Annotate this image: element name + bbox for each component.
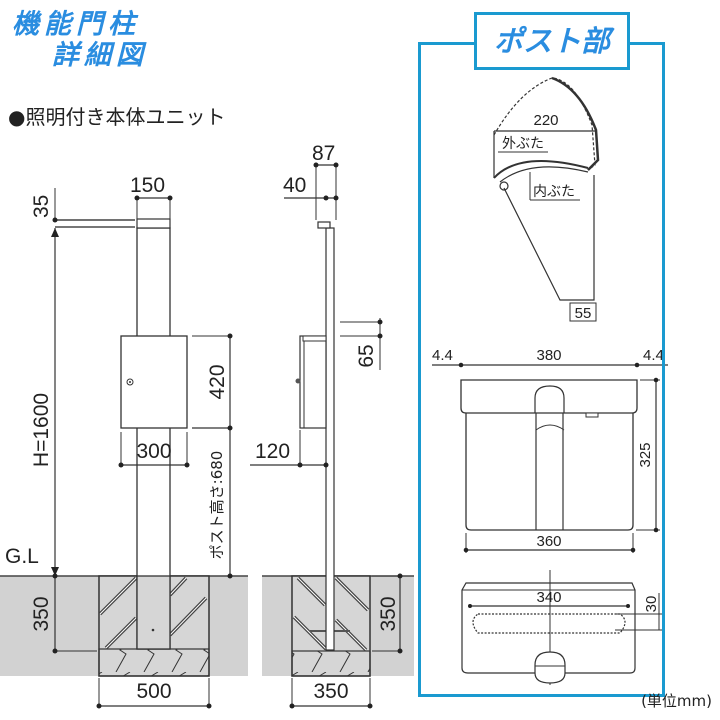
post-height-label: ポスト高さ:680 [208,451,226,560]
dim-foundation-depth: 350 [30,596,53,631]
post-section-title: ポスト部 [474,12,630,70]
dim-total-height: H=1600 [30,393,53,467]
dim-box-height: 420 [206,364,229,399]
dim-light-offset: 65 [355,344,378,367]
dim-box-depth: 120 [255,440,290,463]
dim-slot-height: 30 [643,596,660,613]
unit-subtitle: ●照明付き本体ユニット [8,105,226,129]
dim-top-width: 380 [536,347,561,364]
inner-lid-label: 内ぶた [533,184,575,200]
dim-total-depth: 87 [312,142,335,165]
mailbox-front-profile: 4.4 380 4.4 325 360 [432,347,668,553]
mailbox-top-profile: 340 30 [461,570,662,685]
post-section-drawings: 220 外ぶた 内ぶた 55 4.4 380 4.4 325 [432,76,668,685]
dim-slot-width: 340 [536,589,561,606]
post-section-frame [418,42,665,697]
diagram-title-line2: 詳細図 [52,40,148,71]
outer-lid-label: 外ぶた [502,136,544,152]
dim-bottom-depth: 55 [575,305,592,322]
dim-foundation-width: 500 [136,680,171,703]
dim-box-height-325: 325 [637,442,654,467]
dim-side-foundation-width: 350 [313,680,348,703]
dim-post-width: 150 [130,174,165,197]
side-view: 87 40 65 120 350 350 [250,142,414,709]
front-view: 150 35 H=1600 G.L 420 ポスト高さ:680 300 [0,174,248,709]
dim-box-width: 300 [136,440,171,463]
ground-level-label: G.L [5,545,39,568]
mailbox-side-profile: 220 外ぶた 内ぶた 55 [493,76,600,322]
dim-cap-height: 35 [30,195,53,218]
unit-label: (単位mm) [641,692,712,710]
dim-right-margin: 4.4 [643,347,664,364]
light-cap [136,218,171,229]
dim-lid-depth: 220 [533,112,558,129]
dim-left-margin: 4.4 [432,347,453,364]
dim-post-depth: 40 [283,174,306,197]
dim-bottom-width: 360 [536,533,561,550]
dim-side-foundation-depth: 350 [377,596,400,631]
side-post [325,227,335,651]
diagram-title-line1: 機能門柱 [12,9,140,40]
gravel-layer [98,648,210,677]
